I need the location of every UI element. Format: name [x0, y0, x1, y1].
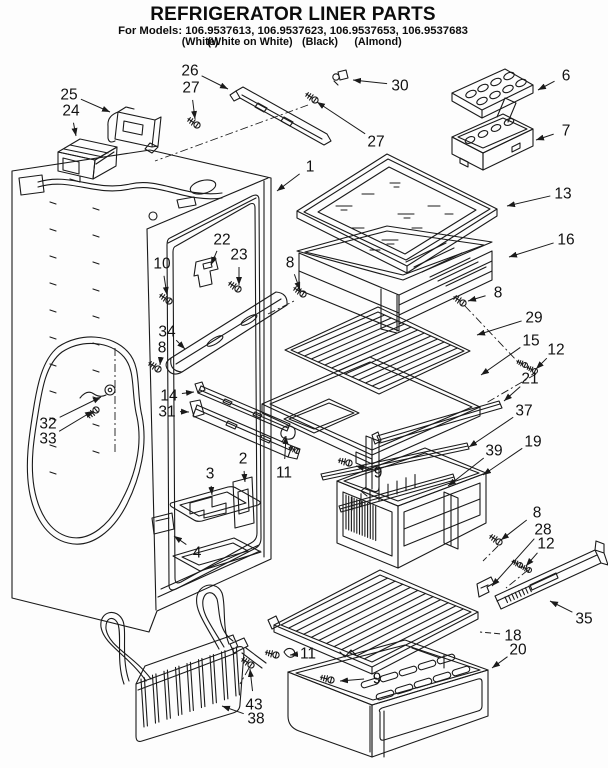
callout-label: 33: [39, 431, 56, 448]
callout-label: 22: [213, 232, 230, 249]
part-37-rail: [320, 442, 470, 481]
color-label-black: (Black): [301, 36, 339, 48]
callout-label: 14: [160, 388, 178, 405]
part-38-drain-trough: [100, 584, 267, 742]
callout-label: 8: [158, 340, 167, 357]
part-26-trim-rail: [229, 86, 332, 146]
part-4-bracket: [151, 512, 175, 535]
part-11-clip-lower: [283, 647, 296, 658]
callout-label: 2: [239, 451, 248, 468]
callout-label: 11: [276, 465, 292, 482]
callout-label: 18: [504, 628, 521, 645]
part-13-glass-shelf: [296, 153, 498, 274]
part-14-support-rail: [194, 381, 291, 432]
callout-label: 8: [286, 255, 295, 272]
callout-label: 9: [374, 465, 383, 482]
part-3-bracket: [189, 496, 227, 519]
callout-label: 21: [521, 371, 538, 388]
callout-label: 10: [153, 256, 171, 273]
callout-label: 6: [562, 68, 571, 85]
part-29-wire-shelf: [284, 306, 471, 395]
part-21-rail: [371, 400, 503, 445]
callout-label: 31: [158, 404, 175, 421]
callout-label: 27: [182, 80, 199, 97]
callout-label: 12: [547, 342, 564, 359]
callout-label: 4: [193, 545, 202, 562]
callout-label: 43: [245, 697, 262, 714]
callout-label: 12: [537, 536, 554, 553]
callout-label: 11: [300, 646, 316, 663]
callout-label: 19: [524, 434, 541, 451]
callout-label: 34: [158, 324, 176, 341]
page-title: REFRIGERATOR LINER PARTS: [150, 4, 436, 25]
callout-label: 39: [485, 443, 502, 460]
callout-label: 38: [247, 711, 264, 728]
part-7-egg-bin: [451, 97, 534, 171]
callout-label: 28: [534, 522, 551, 539]
generated-details: [49, 92, 539, 728]
callout-label: 3: [206, 466, 215, 483]
part-1-cabinet-liner: [11, 149, 272, 633]
callout-label: 15: [522, 333, 539, 350]
callout-label: 35: [575, 611, 592, 628]
part-25-lamp-shield: [107, 106, 162, 154]
callout-label: 23: [230, 247, 247, 264]
part-16-shelf-frame: [296, 225, 493, 334]
models-line: For Models: 106.9537613, 106.9537623, 10…: [118, 25, 468, 37]
color-label-almond: (Almond): [354, 36, 402, 48]
part-30-clip: [332, 69, 349, 86]
callout-label: 30: [391, 78, 409, 95]
callout-label: 20: [509, 642, 527, 659]
part-2-bracket: [232, 476, 255, 529]
callout-label: 1: [306, 159, 315, 176]
callout-label: 13: [554, 186, 571, 203]
part-28-end-cap: [476, 576, 495, 598]
callout-label: 7: [562, 123, 571, 140]
color-label-white-on-white: (White on White): [207, 36, 293, 48]
part-34-duct-cover: [165, 291, 288, 375]
callout-label: 29: [525, 310, 542, 327]
callout-label: 26: [181, 63, 198, 80]
part-20-crisper-pan: [287, 639, 489, 758]
callout-label: 9: [373, 671, 382, 688]
callout-label: 27: [367, 134, 384, 151]
callout-label: 8: [494, 285, 503, 302]
callout-label: 25: [60, 87, 77, 104]
part-24-lamp-housing: [57, 138, 118, 183]
callout-label: 16: [557, 232, 574, 249]
part-19-meat-pan: [336, 447, 487, 569]
part-6-egg-tray: [451, 68, 534, 119]
callout-label: 8: [533, 505, 542, 522]
part-35-trim-rail: [494, 540, 608, 610]
part-31-support-rail: [189, 399, 301, 460]
callout-label: 37: [515, 403, 532, 420]
part-22-bracket: [193, 256, 219, 288]
callout-label: 32: [39, 416, 56, 433]
callout-label: 24: [62, 103, 80, 120]
construction-lines: [154, 104, 537, 685]
color-label-white: (White): [181, 36, 219, 48]
